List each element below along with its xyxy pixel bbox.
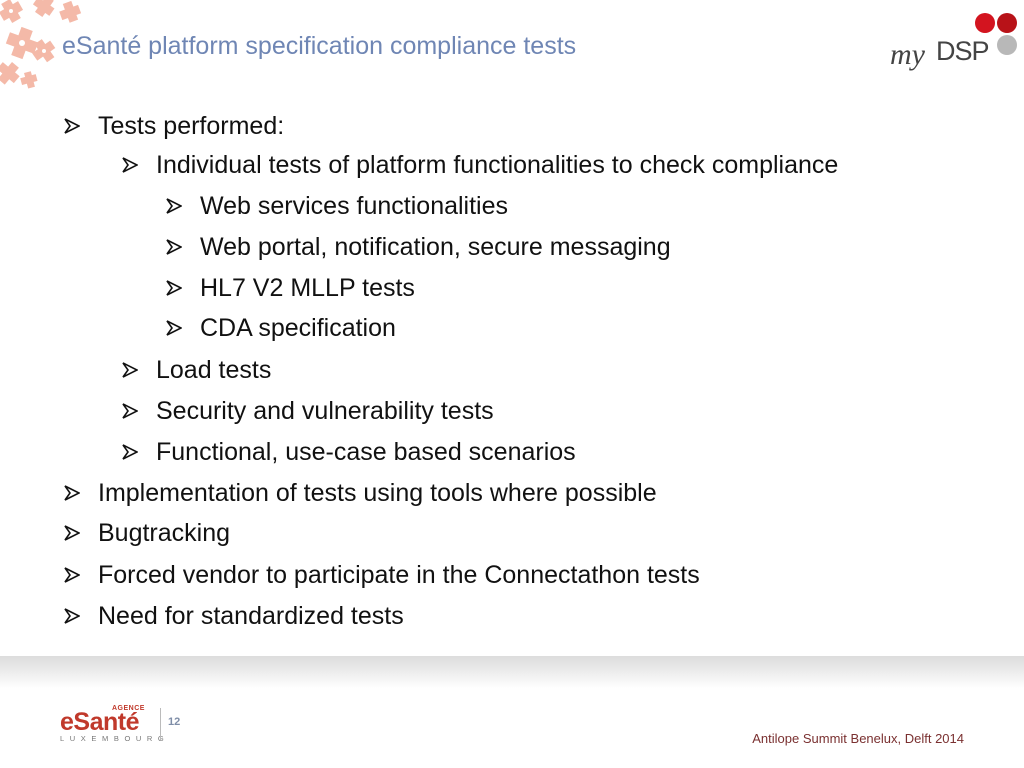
bullet-item: Security and vulnerability tests — [122, 396, 494, 426]
footer-band — [0, 656, 1024, 768]
event-caption: Antilope Summit Benelux, Delft 2014 — [752, 731, 964, 746]
bullet-text: Implementation of tests using tools wher… — [98, 478, 657, 507]
bullet-item: Bugtracking — [64, 518, 230, 548]
bullet-text: Web portal, notification, secure messagi… — [200, 232, 671, 261]
bullet-item: Tests performed: — [64, 111, 284, 141]
slide-title: eSanté platform specification compliance… — [62, 32, 577, 60]
arrow-bullet-icon — [166, 320, 200, 336]
arrow-bullet-icon — [122, 403, 156, 419]
bullet-text: Functional, use-case based scenarios — [156, 437, 576, 466]
decorative-pattern-icon — [0, 0, 82, 89]
agency-country: LUXEMBOURG — [60, 734, 170, 743]
svg-text:DSP: DSP — [936, 36, 989, 66]
arrow-bullet-icon — [64, 118, 98, 134]
arrow-bullet-icon — [64, 608, 98, 624]
bullet-text: Individual tests of platform functionali… — [156, 150, 839, 179]
bullet-text: Load tests — [156, 355, 272, 384]
bullet-item: Individual tests of platform functionali… — [122, 150, 838, 180]
arrow-bullet-icon — [64, 525, 98, 541]
bullet-text: Security and vulnerability tests — [156, 396, 494, 425]
arrow-bullet-icon — [64, 567, 98, 583]
bullet-item: Web portal, notification, secure messagi… — [166, 232, 671, 262]
bullet-text: HL7 V2 MLLP tests — [200, 273, 415, 302]
arrow-bullet-icon — [122, 362, 156, 378]
mydsp-logo-icon: my DSP — [890, 13, 1017, 71]
bullet-item: Functional, use-case based scenarios — [122, 437, 576, 467]
arrow-bullet-icon — [166, 280, 200, 296]
page-number: 12 — [168, 716, 181, 728]
bullet-text: Web services functionalities — [200, 191, 509, 220]
arrow-bullet-icon — [166, 198, 200, 214]
agency-name: eSanté — [60, 708, 139, 736]
bullet-text: Forced vendor to participate in the Conn… — [98, 560, 700, 589]
bullet-text: CDA specification — [200, 313, 396, 342]
bullet-item: Need for standardized tests — [64, 601, 404, 631]
bullet-item: Forced vendor to participate in the Conn… — [64, 560, 700, 590]
bullet-item: Load tests — [122, 355, 271, 385]
bullet-item: Implementation of tests using tools wher… — [64, 478, 657, 508]
arrow-bullet-icon — [166, 239, 200, 255]
bullet-text: Tests performed: — [98, 111, 285, 140]
footer-divider — [160, 708, 161, 740]
bullet-text: Bugtracking — [98, 518, 231, 547]
svg-text:my: my — [890, 38, 926, 71]
arrow-bullet-icon — [122, 444, 156, 460]
bullet-text: Need for standardized tests — [98, 601, 404, 630]
arrow-bullet-icon — [122, 157, 156, 173]
agency-label: AGENCE — [112, 705, 145, 712]
bullet-item: CDA specification — [166, 313, 396, 343]
arrow-bullet-icon — [64, 485, 98, 501]
bullet-item: Web services functionalities — [166, 191, 508, 221]
bullet-item: HL7 V2 MLLP tests — [166, 273, 415, 303]
